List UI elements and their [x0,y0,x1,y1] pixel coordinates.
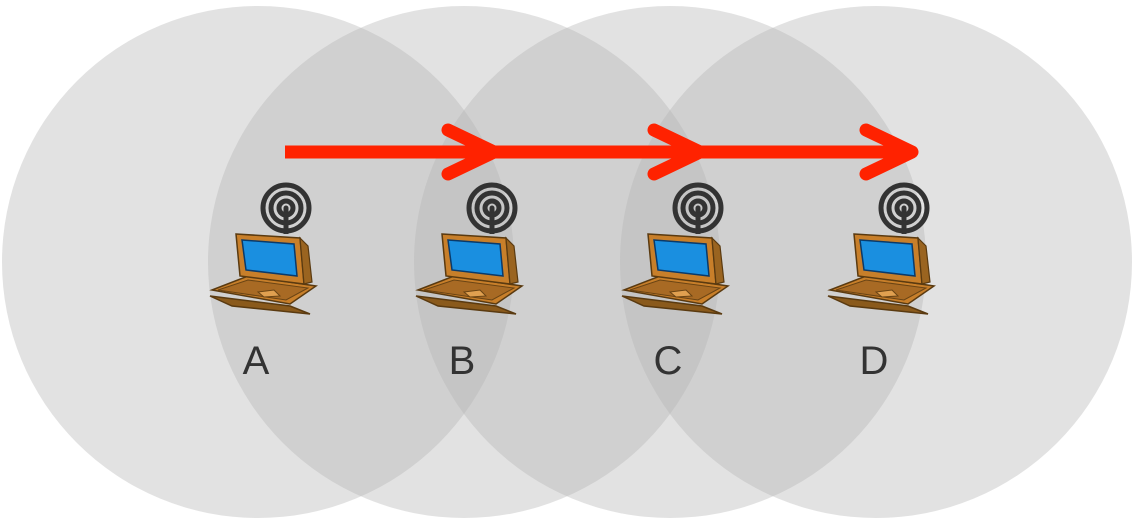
antenna-icon [466,182,518,234]
node-label-b: B [449,339,476,383]
node-label-c: C [654,339,683,383]
node-label-d: D [860,339,889,383]
antenna-icon [672,182,724,234]
node-b: B [415,182,523,383]
node-label-a: A [243,339,270,383]
node-c: C [621,182,729,383]
antenna-icon [260,182,312,234]
hop-arrow-c-d [693,123,919,181]
node-d: D [827,182,935,383]
antenna-icon [878,182,930,234]
node-a: A [209,182,317,383]
